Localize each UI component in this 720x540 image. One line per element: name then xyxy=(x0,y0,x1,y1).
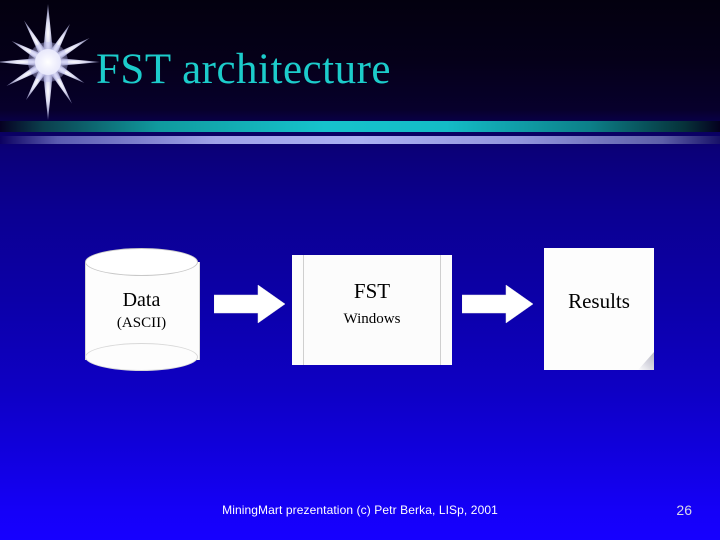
node-data-secondary-label: (ASCII) xyxy=(116,315,167,331)
arrow-data-to-fst xyxy=(214,284,286,324)
arrow-fst-to-results xyxy=(462,284,534,324)
page-title: FST architecture xyxy=(96,46,391,93)
diagram-node-fst[interactable]: FST Windows xyxy=(292,255,452,365)
cylinder-bottom-ellipse xyxy=(85,343,198,371)
node-data-primary-label: Data xyxy=(122,289,161,311)
diagram-node-results[interactable]: Results xyxy=(544,248,654,370)
process-right-line xyxy=(440,255,441,365)
divider-bar-lavender xyxy=(0,136,720,144)
node-fst-primary-label: FST xyxy=(353,279,391,303)
diagram-node-fst-labels: FST Windows xyxy=(292,276,452,332)
footer-credit: MiningMart prezentation (c) Petr Berka, … xyxy=(222,503,498,517)
document-page xyxy=(544,248,654,370)
page-number: 26 xyxy=(676,502,692,518)
diagram-node-data-labels: Data (ASCII) xyxy=(85,288,198,334)
node-results-primary-label: Results xyxy=(568,289,630,313)
diagram-node-data[interactable]: Data (ASCII) xyxy=(85,248,200,371)
divider-bar-teal xyxy=(0,121,720,132)
cylinder-top-ellipse xyxy=(85,248,198,276)
node-fst-secondary-label: Windows xyxy=(343,311,401,327)
process-left-line xyxy=(303,255,304,365)
